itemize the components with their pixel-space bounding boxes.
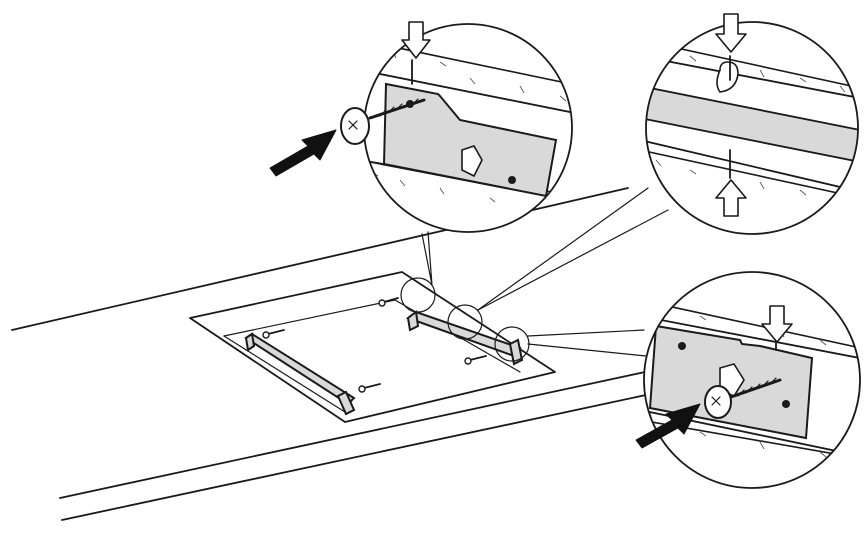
- screw-small-4: [464, 355, 487, 365]
- screw-small-3: [378, 297, 399, 307]
- detail-circle-bottom-right: [643, 271, 861, 489]
- screw-large-top-left: [340, 98, 426, 145]
- detail-circle-top-right: [645, 21, 859, 235]
- press-down-arrow-icon-3: [761, 305, 793, 343]
- mounting-bracket-left: [244, 332, 356, 416]
- worktop: [11, 187, 661, 521]
- leader-lines: [421, 187, 669, 357]
- magnifier-marker-1: [400, 277, 436, 313]
- screw-small-1: [262, 329, 285, 339]
- detail-circle-top-left: [363, 23, 573, 233]
- press-up-arrow-icon: [715, 179, 747, 217]
- magnifier-marker-2: [447, 304, 483, 340]
- press-down-arrow-icon-2: [715, 13, 747, 53]
- push-arrow-icon-2: [635, 403, 701, 449]
- press-down-arrow-icon: [401, 21, 431, 59]
- push-arrow-icon: [269, 129, 337, 177]
- worktop-cutout: [189, 271, 556, 423]
- screw-large-bottom-right: [704, 377, 782, 419]
- screw-small-2: [358, 383, 381, 393]
- mounting-bracket-right: [405, 310, 524, 366]
